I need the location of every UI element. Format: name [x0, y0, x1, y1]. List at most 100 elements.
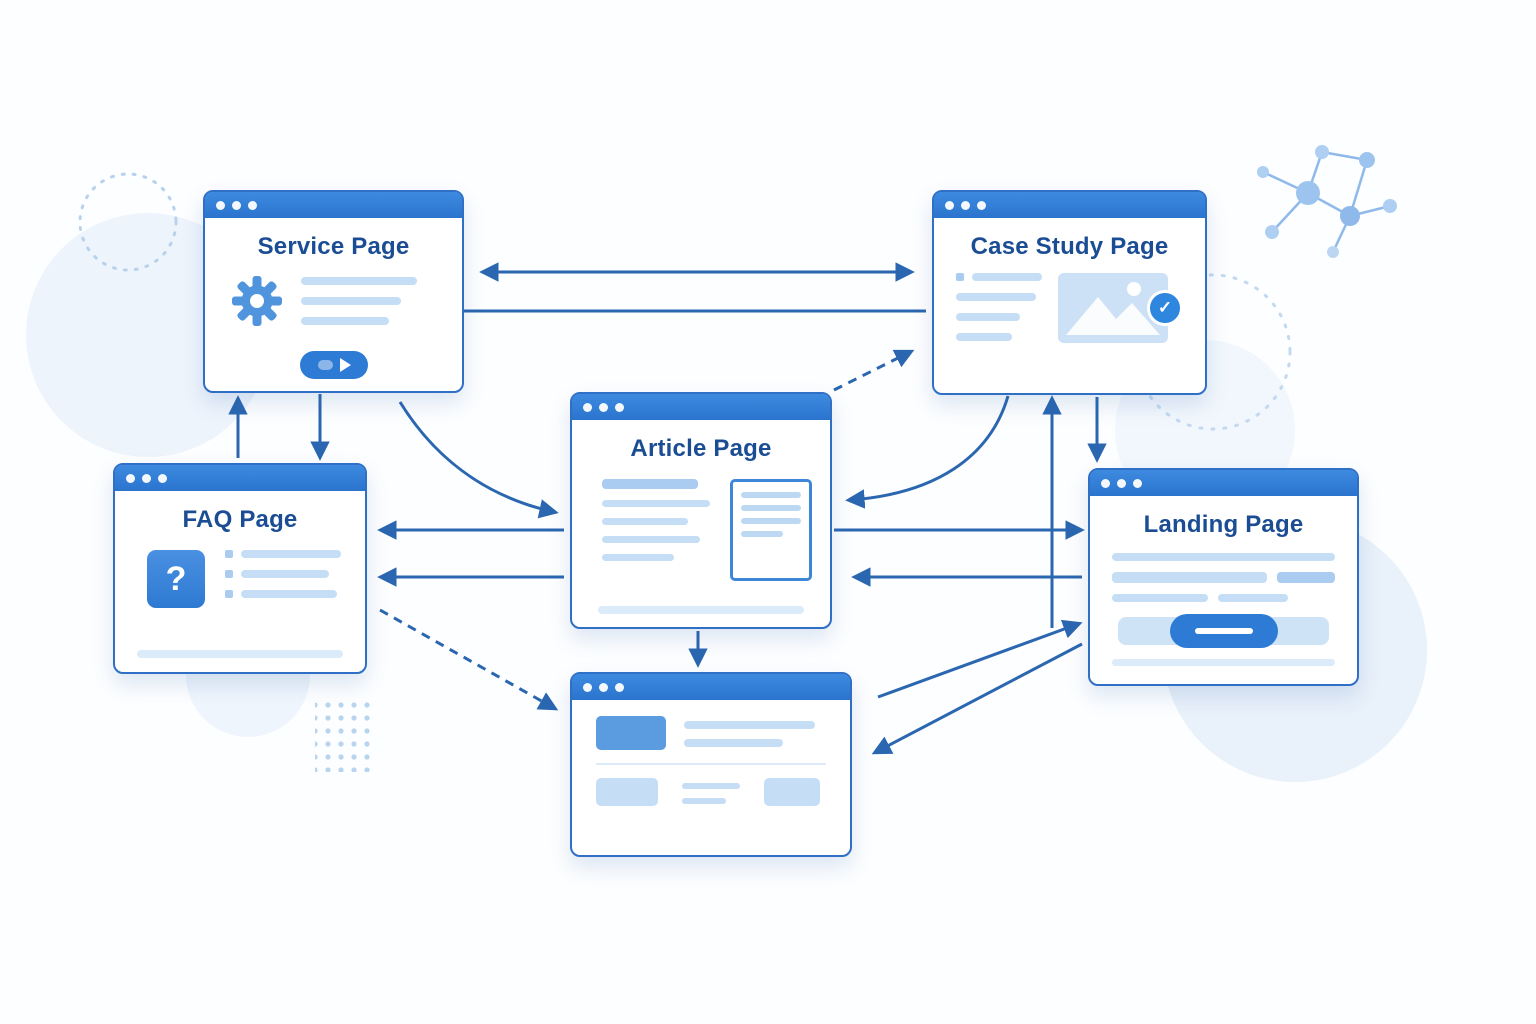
- wireframe-bar: [137, 650, 343, 658]
- wireframe-bar: [682, 783, 740, 789]
- bullet-icon: [225, 590, 233, 598]
- article-content: [572, 463, 830, 581]
- question-mark-icon: ?: [147, 550, 205, 608]
- service-content: [205, 261, 462, 329]
- wireframe-bar: [602, 536, 700, 543]
- window-dot: [615, 682, 624, 692]
- landing-content: [1090, 539, 1357, 666]
- service-page-window: Service Page: [203, 190, 464, 393]
- window-dot: [126, 473, 135, 483]
- wireframe-bar: [682, 798, 726, 804]
- landing-titlebar: [1090, 470, 1357, 496]
- dashed-circle-left: [78, 172, 178, 272]
- wireframe-bar: [598, 606, 804, 614]
- divider-line: [596, 763, 826, 765]
- wireframe-row: [225, 570, 341, 578]
- wireframe-text-lines: [301, 277, 417, 325]
- wireframe-row: [1112, 594, 1335, 602]
- wireframe-bar: [1112, 553, 1335, 561]
- window-dot: [216, 200, 225, 210]
- article-page-window: Article Page: [570, 392, 832, 629]
- link-arrows: [228, 262, 1107, 755]
- arrow-landing-content-diagonal: [871, 642, 1083, 755]
- network-graph-icon: [1257, 145, 1397, 258]
- cta-row: [1112, 614, 1335, 648]
- wireframe-bar: [684, 739, 784, 747]
- window-dot: [1133, 478, 1142, 488]
- document-line: [741, 492, 801, 498]
- service-page-title: Service Page: [257, 233, 410, 260]
- window-dot: [945, 200, 954, 210]
- wireframe-bar: [972, 273, 1042, 281]
- case-study-page-window: Case Study Page ✓: [932, 190, 1207, 395]
- gear-icon: [232, 276, 282, 326]
- window-dot: [583, 402, 592, 412]
- arrow-service-article-curved: [398, 401, 559, 519]
- pill-segment: [317, 360, 333, 370]
- wireframe-text-lines: [684, 716, 826, 747]
- window-dot: [232, 200, 241, 210]
- arrow-faq-content-dashed: [379, 608, 559, 711]
- wireframe-block: [764, 778, 820, 806]
- wireframe-bar: [241, 550, 341, 558]
- landing-page-window: Landing Page: [1088, 468, 1359, 686]
- wireframe-bar: [956, 313, 1020, 321]
- bullet-icon: [225, 570, 233, 578]
- wireframe-row: [225, 590, 341, 598]
- content-page-window: [570, 672, 852, 857]
- cta-button-label-bar: [1194, 628, 1253, 634]
- article-titlebar: [572, 394, 830, 420]
- wireframe-row: [596, 778, 826, 806]
- window-dot: [142, 473, 151, 483]
- wireframe-bar: [241, 590, 337, 598]
- window-dot: [1101, 478, 1110, 488]
- bullet-icon: [956, 273, 964, 281]
- arrow-case-article-curved: [845, 395, 1010, 509]
- article-page-title: Article Page: [630, 435, 772, 462]
- wireframe-row: [596, 716, 826, 750]
- wireframe-bar: [1112, 659, 1335, 666]
- window-dot: [615, 402, 624, 412]
- wireframe-text-lines: [602, 479, 710, 565]
- wireframe-row: [1112, 572, 1335, 583]
- window-dot: [599, 682, 608, 692]
- wireframe-bar: [1218, 594, 1288, 602]
- check-badge: ✓: [1147, 290, 1183, 326]
- wireframe-block: [596, 778, 658, 806]
- wireframe-bar: [301, 317, 389, 325]
- cta-button: [1169, 614, 1278, 648]
- document-line: [741, 505, 801, 511]
- wireframe-bar: [602, 518, 688, 525]
- image-mountain-icon: [1066, 282, 1160, 335]
- wireframe-text-lines: [956, 273, 1042, 341]
- wireframe-bar: [956, 293, 1036, 301]
- wireframe-bar: [1277, 572, 1335, 583]
- wireframe-bar: [241, 570, 329, 578]
- wireframe-bar: [684, 721, 815, 729]
- play-icon: [339, 358, 351, 372]
- wireframe-bar: [602, 500, 710, 507]
- content-titlebar: [572, 674, 850, 700]
- window-dot: [961, 200, 970, 210]
- window-dot: [248, 200, 257, 210]
- document-front-page: [730, 479, 812, 581]
- case-study-page-title: Case Study Page: [970, 233, 1169, 260]
- wireframe-text-lines: [225, 550, 341, 598]
- dot-grid: [315, 700, 377, 772]
- arrow-article-case-dashed: [833, 349, 915, 392]
- wireframe-bar: [1112, 572, 1267, 583]
- faq-page-window: FAQ Page ?: [113, 463, 367, 674]
- wireframe-row: [956, 273, 1042, 281]
- content-page-body: [572, 700, 850, 806]
- wireframe-bar: [602, 554, 674, 561]
- faq-page-title: FAQ Page: [182, 506, 298, 533]
- service-titlebar: [205, 192, 462, 218]
- faq-content: ?: [115, 534, 365, 608]
- window-dot: [158, 473, 167, 483]
- window-dot: [977, 200, 986, 210]
- case-study-content: ✓: [934, 261, 1205, 343]
- wireframe-bar: [301, 297, 401, 305]
- bullet-icon: [225, 550, 233, 558]
- window-dot: [599, 402, 608, 412]
